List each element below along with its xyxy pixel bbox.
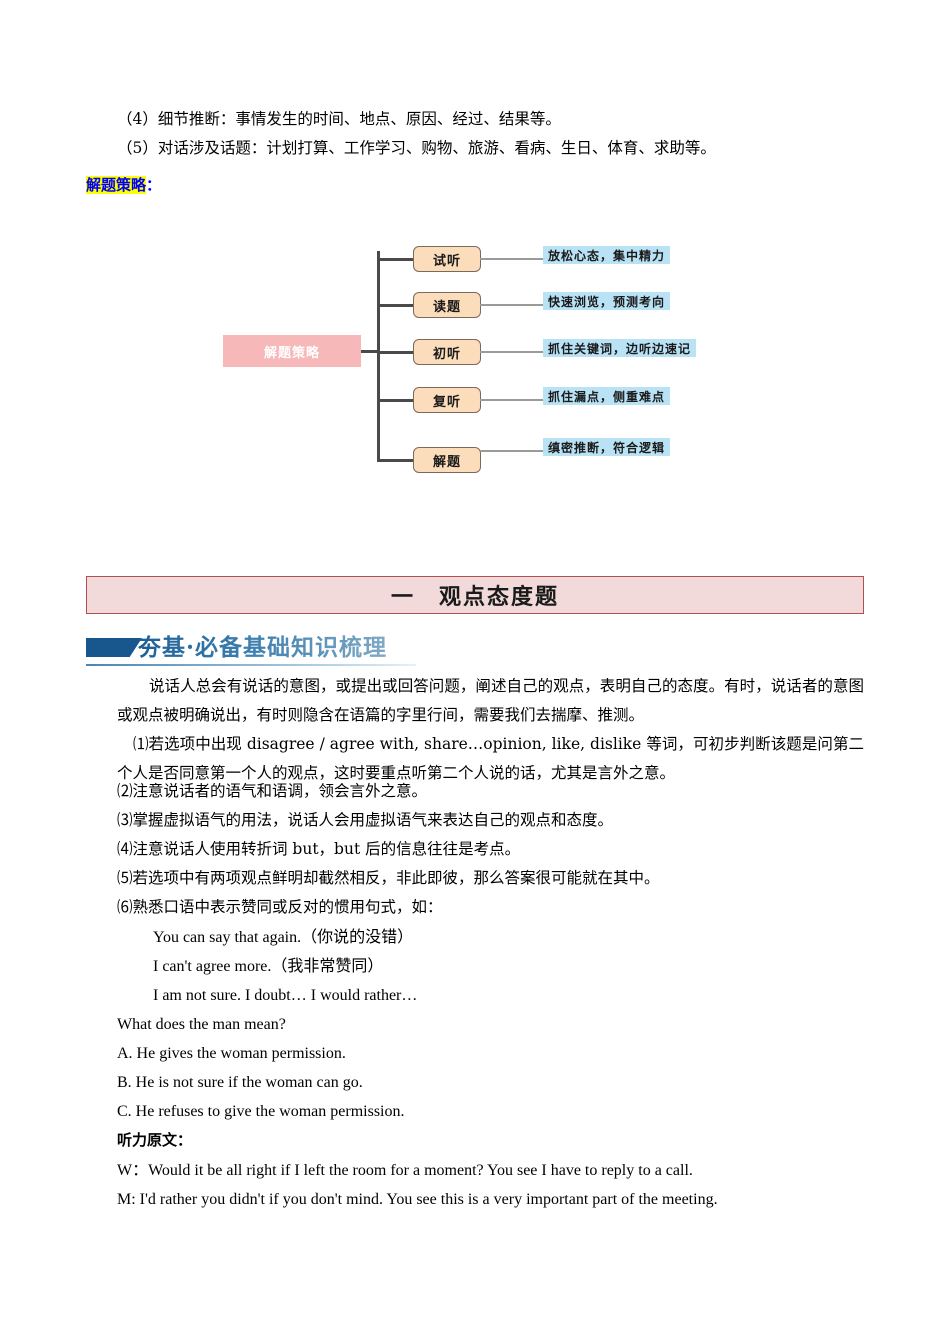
mindmap-leaf-connector-3	[480, 351, 546, 353]
mindmap-leaf-connector-2	[480, 304, 546, 306]
mindmap-leaf-connector-1	[480, 258, 546, 260]
subsection-header: 夯基·必备基础知识梳理	[86, 628, 586, 668]
section-title-text: 一 观点态度题	[390, 584, 559, 610]
mindmap-trunk-line	[377, 251, 380, 461]
tip-item-1: ⑴若选项中出现 disagree / agree with, share…opi…	[117, 735, 864, 782]
strategy-label: 解题策略：	[86, 174, 161, 195]
mindmap-node-3: 初听	[413, 339, 481, 365]
transcript-line-w: W：Would it be all right if I left the ro…	[117, 1162, 693, 1179]
mindmap-leaf-connector-4	[480, 399, 546, 401]
mindmap-root-node: 解题策略	[223, 335, 361, 367]
tip-item-2: ⑵注意说话者的语气和语调，领会言外之意。	[117, 782, 428, 800]
transcript-heading: 听力原文：	[117, 1131, 193, 1149]
tip-item-3: ⑶掌握虚拟语气的用法，说话人会用虚拟语气来表达自己的观点和态度。	[117, 811, 614, 829]
mindmap-root-connector	[361, 350, 379, 353]
mindmap-node-2: 读题	[413, 292, 481, 318]
mindmap-branch-connector-5	[377, 459, 414, 462]
section-title-box: 一 观点态度题	[86, 576, 864, 614]
strategy-label-text: 解题策略	[86, 176, 147, 194]
example-sentence-1: You can say that again.（你说的没错）	[153, 929, 414, 946]
strategy-label-colon: ：	[146, 176, 162, 194]
mindmap-node-5: 解题	[413, 447, 481, 473]
subsection-header-rule	[86, 664, 416, 666]
mindmap-label-5: 缜密推断，符合逻辑	[543, 438, 671, 456]
mindmap-branch-connector-3	[377, 351, 414, 354]
mindmap-node-4: 复听	[413, 387, 481, 413]
example-sentence-3: I am not sure. I doubt… I would rather…	[153, 987, 418, 1004]
mindmap-label-3: 抓住关键词，边听边速记	[543, 339, 697, 357]
top-list-item-4: （4）细节推断：事情发生的时间、地点、原因、经过、结果等。	[117, 110, 561, 128]
mindmap-branch-connector-1	[377, 258, 414, 261]
question-option-c: C. He refuses to give the woman permissi…	[117, 1103, 405, 1120]
mindmap-label-2: 快速浏览，预测考向	[543, 292, 671, 310]
mindmap-label-4: 抓住漏点，侧重难点	[543, 387, 671, 405]
intro-paragraph: 说话人总会有说话的意图，或提出或回答问题，阐述自己的观点，表明自己的态度。有时，…	[117, 677, 864, 724]
strategy-mindmap-diagram: 解题策略 试听 放松心态，集中精力 读题 快速浏览，预测考向 初听 抓住关键词，…	[205, 232, 765, 480]
question-option-b: B. He is not sure if the woman can go.	[117, 1074, 363, 1091]
question-stem: What does the man mean?	[117, 1016, 286, 1033]
tip-item-5: ⑸若选项中有两项观点鲜明却截然相反，非此即彼，那么答案很可能就在其中。	[117, 869, 660, 887]
transcript-line-m: M: I'd rather you didn't if you don't mi…	[117, 1191, 718, 1208]
mindmap-label-1: 放松心态，集中精力	[543, 246, 671, 264]
top-list-item-5: （5）对话涉及话题：计划打算、工作学习、购物、旅游、看病、生日、体育、求助等。	[117, 139, 716, 157]
tip-item-6: ⑹熟悉口语中表示赞同或反对的惯用句式，如：	[117, 898, 443, 916]
mindmap-node-1: 试听	[413, 246, 481, 272]
parallelogram-icon	[86, 638, 142, 657]
tip-item-4: ⑷注意说话人使用转折词 but，but 后的信息往往是考点。	[117, 840, 521, 858]
mindmap-branch-connector-4	[377, 399, 414, 402]
example-sentence-2: I can't agree more.（我非常赞同）	[153, 958, 384, 975]
mindmap-branch-connector-2	[377, 304, 414, 307]
question-option-a: A. He gives the woman permission.	[117, 1045, 346, 1062]
subsection-header-text: 夯基·必备基础知识梳理	[138, 628, 387, 662]
mindmap-leaf-connector-5	[480, 450, 546, 452]
